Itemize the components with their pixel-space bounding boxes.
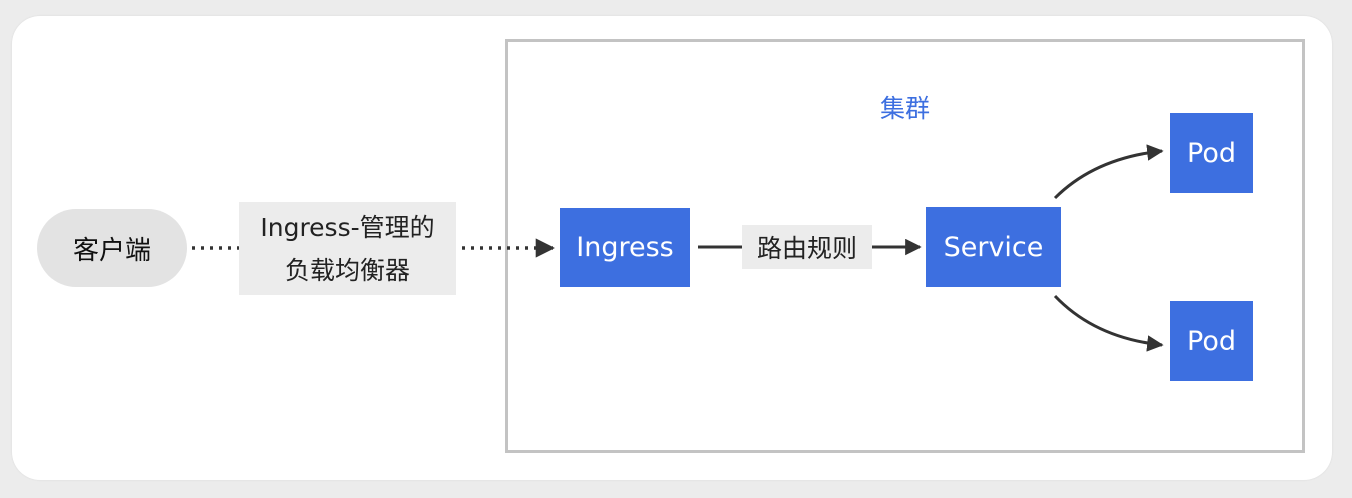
cluster-title: 集群 xyxy=(879,94,930,123)
routing-rules-text: 路由规则 xyxy=(756,234,857,263)
cluster-boundary: 集群 xyxy=(505,39,1305,453)
ingress-node: Ingress xyxy=(560,208,690,287)
service-label: Service xyxy=(943,231,1044,263)
pod-node-bottom: Pod xyxy=(1170,301,1253,381)
service-node: Service xyxy=(926,207,1061,287)
pod-top-label: Pod xyxy=(1187,137,1236,169)
load-balancer-label: Ingress-管理的 负载均衡器 xyxy=(239,202,456,295)
routing-rules-label: 路由规则 xyxy=(742,225,872,269)
ingress-label: Ingress xyxy=(576,232,674,263)
client-label: 客户端 xyxy=(72,235,151,266)
pod-bottom-label: Pod xyxy=(1187,325,1236,357)
service-to-pod-bottom-arrow xyxy=(1053,294,1164,352)
service-to-pod-top-arrow xyxy=(1053,144,1164,200)
load-balancer-label-line2: 负载均衡器 xyxy=(284,255,410,285)
pod-node-top: Pod xyxy=(1170,113,1253,193)
load-balancer-label-line1: Ingress-管理的 xyxy=(260,212,435,242)
client-node: 客户端 xyxy=(37,209,187,287)
